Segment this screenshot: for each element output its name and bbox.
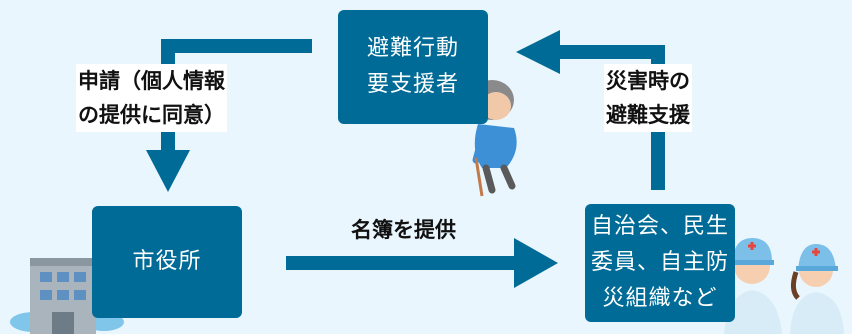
elderly-person-with-cane-icon (470, 80, 517, 197)
node-right-line-2: 委員、自主防 (590, 250, 729, 275)
edge-label-evac-line-1: 災害時の (604, 64, 692, 98)
edge-label-list-text: 名簿を提供 (351, 218, 456, 242)
node-right-line-3: 災組織など (602, 286, 718, 311)
node-top-line-1: 避難行動 (366, 36, 459, 61)
node-right-line-1: 自治会、民生 (590, 214, 729, 239)
node-city-hall: 市役所 (92, 206, 242, 318)
volunteers-in-helmets-icon (724, 238, 844, 334)
node-community-groups: 自治会、民生 委員、自主防 災組織など (585, 204, 735, 322)
edge-label-apply-line-2: の提供に同意） (76, 98, 227, 132)
edge-label-apply: 申請（個人情報 の提供に同意） (76, 64, 227, 132)
edge-label-evac: 災害時の 避難支援 (604, 64, 692, 132)
node-top-line-2: 要支援者 (366, 72, 459, 97)
arrow-evac (516, 30, 665, 190)
edge-label-evac-line-2: 避難支援 (604, 98, 692, 132)
arrow-list (286, 238, 558, 288)
node-person-requiring-support: 避難行動 要支援者 (338, 10, 488, 124)
node-left-line-1: 市役所 (132, 249, 202, 274)
edge-label-apply-line-1: 申請（個人情報 (76, 64, 227, 98)
edge-label-list: 名簿を提供 (351, 213, 456, 247)
